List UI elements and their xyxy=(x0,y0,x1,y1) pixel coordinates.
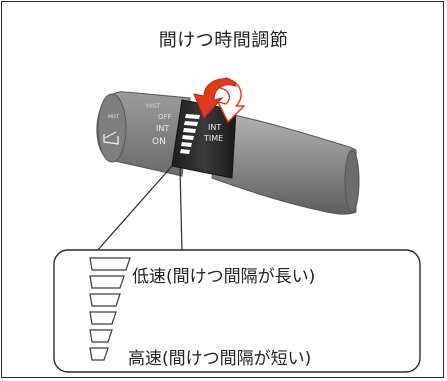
int-time-knob[interactable]: INT TIME xyxy=(171,99,237,179)
speed-step-5-icon xyxy=(89,329,113,343)
on-position-label: ON xyxy=(152,137,166,147)
knob-label-time: TIME xyxy=(203,134,223,143)
callout-lines xyxy=(95,165,183,253)
knob-label-int: INT xyxy=(208,123,221,132)
speed-step-6-icon xyxy=(89,347,109,361)
int-position-label: INT xyxy=(156,124,169,133)
off-position-label: OFF xyxy=(158,113,172,121)
figure-title: 間けつ時間調節 xyxy=(158,30,289,51)
speed-step-icons xyxy=(89,257,131,361)
lever-body xyxy=(211,111,360,215)
speed-step-2-icon xyxy=(89,275,125,289)
low-speed-label: 低速(間けつ間隔が長い) xyxy=(132,267,316,287)
speed-step-1-icon xyxy=(89,257,131,271)
speed-legend-box xyxy=(53,249,421,373)
lever-head xyxy=(96,91,191,177)
high-speed-label: 高速(間けつ間隔が短い) xyxy=(128,349,312,369)
mist-label: MIST xyxy=(108,114,119,120)
mist-position-label: MIST xyxy=(146,103,161,110)
wiper-icon xyxy=(103,131,119,145)
speed-step-3-icon xyxy=(89,293,121,307)
speed-step-4-icon xyxy=(89,311,117,325)
knob-speed-marks xyxy=(180,114,200,154)
rotation-arrow-icon xyxy=(193,77,245,123)
